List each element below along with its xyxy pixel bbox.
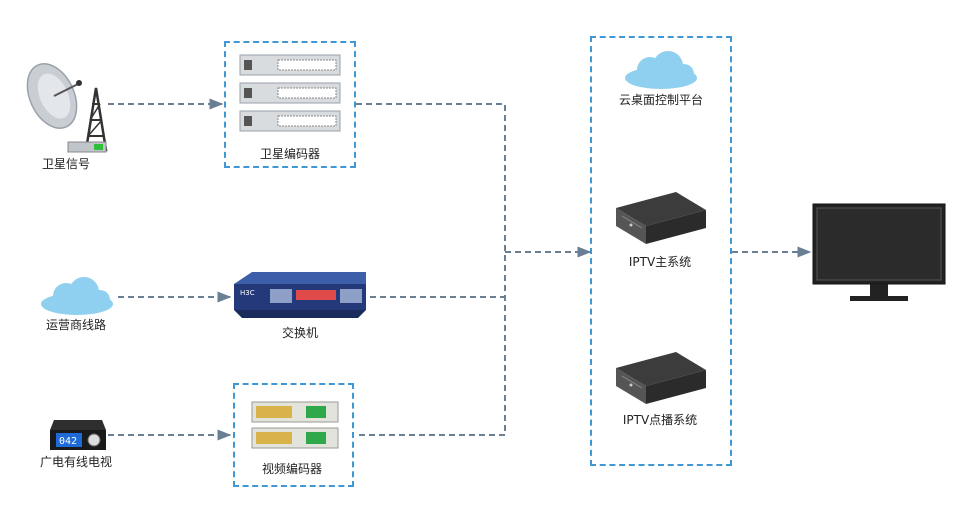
switch-icon: H3C: [230, 270, 370, 322]
iptv-system-group: [590, 36, 732, 466]
display-monitor-icon: [812, 203, 946, 303]
cloud-desktop-cloud-icon: [622, 50, 700, 90]
edge-encoder-to-bus: [356, 103, 506, 436]
cloud-desktop-label: 云桌面控制平台: [618, 93, 704, 107]
cable-tv-box-icon: 042: [48, 418, 108, 452]
satellite-signal-label: 卫星信号: [41, 157, 91, 171]
carrier-cloud-icon: [38, 276, 116, 316]
iptv-main-label: IPTV主系统: [628, 255, 692, 269]
video-encoder-group: [233, 383, 354, 487]
satellite-encoder-label: 卫星编码器: [259, 147, 321, 161]
satellite-dish-icon: [24, 58, 112, 158]
satellite-encoder-rack-icon: [238, 53, 342, 133]
video-encoder-label: 视频编码器: [261, 462, 323, 476]
iptv-vod-label: IPTV点播系统: [622, 413, 698, 427]
cable-tv-label: 广电有线电视: [39, 455, 113, 469]
cable-tv-display: 042: [59, 436, 77, 447]
iptv-vod-server-icon: [614, 350, 708, 406]
satellite-encoder-group: [224, 41, 356, 168]
carrier-line-label: 运营商线路: [45, 318, 107, 332]
iptv-main-server-icon: [614, 190, 708, 246]
video-encoder-icon: [250, 400, 340, 452]
switch-brand: H3C: [240, 289, 255, 297]
switch-label: 交换机: [281, 326, 319, 340]
